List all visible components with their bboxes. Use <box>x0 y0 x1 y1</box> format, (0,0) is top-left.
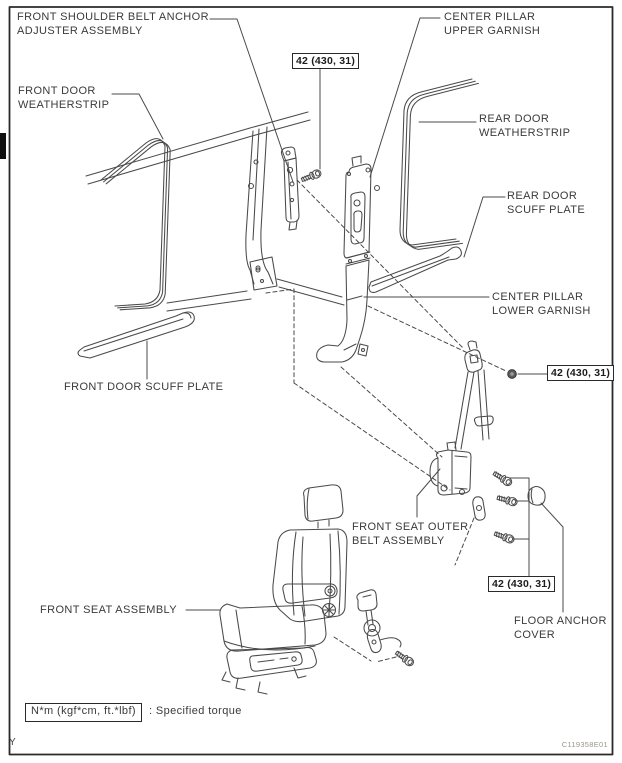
torque-legend-box: N*m (kgf*cm, ft.*lbf) <box>25 703 142 722</box>
label-front-seat-outer-belt: FRONT SEAT OUTER BELT ASSEMBLY <box>352 521 468 548</box>
torque-spec-box-upper: 42 (430, 31) <box>292 53 360 69</box>
label-line: WEATHERSTRIP <box>479 126 571 139</box>
label-line: WEATHERSTRIP <box>18 98 110 111</box>
label-line: FLOOR ANCHOR <box>514 615 607 627</box>
bolt-upper <box>299 168 323 185</box>
label-line: FRONT SEAT ASSEMBLY <box>40 604 177 616</box>
bolt-belt-lower <box>492 529 516 545</box>
front-door-weatherstrip-part <box>100 138 171 311</box>
label-line: COVER <box>514 628 556 641</box>
label-front-shoulder-belt-anchor-adjuster: FRONT SHOULDER BELT ANCHOR ADJUSTER ASSE… <box>17 11 209 38</box>
binder-tab <box>0 133 6 159</box>
label-line: UPPER GARNISH <box>444 24 541 37</box>
label-front-door-scuff-plate: FRONT DOOR SCUFF PLATE <box>64 381 223 395</box>
label-line: LOWER GARNISH <box>492 304 591 317</box>
front-seat-part <box>219 484 381 695</box>
bolt-seat-anchor <box>393 648 416 668</box>
label-line: BELT ASSEMBLY <box>352 534 445 547</box>
label-line: REAR DOOR <box>479 113 550 125</box>
label-line: SCUFF PLATE <box>507 203 586 216</box>
label-line: REAR DOOR <box>507 190 578 202</box>
label-line: CENTER PILLAR <box>492 291 584 303</box>
body-shell-lines <box>85 111 345 312</box>
label-rear-door-scuff-plate: REAR DOOR SCUFF PLATE <box>507 190 585 217</box>
label-front-door-weatherstrip: FRONT DOOR WEATHERSTRIP <box>18 85 109 112</box>
rear-door-weatherstrip-part <box>399 78 479 250</box>
label-front-seat-assembly: FRONT SEAT ASSEMBLY <box>40 604 177 618</box>
front-door-scuff-plate-part <box>77 311 195 359</box>
rear-door-scuff-plate-part <box>368 246 462 293</box>
label-line: ADJUSTER ASSEMBLY <box>17 24 143 37</box>
torque-spec-box-middle: 42 (430, 31) <box>547 365 615 381</box>
dashed-alignment-lines <box>265 179 507 663</box>
torque-spec-box-lower: 42 (430, 31) <box>488 576 556 592</box>
label-line: FRONT DOOR <box>18 85 96 97</box>
shoulder-belt-adjuster-part <box>280 146 300 231</box>
seat-inner-buckle-part <box>356 589 402 654</box>
label-floor-anchor-cover: FLOOR ANCHOR COVER <box>514 615 607 642</box>
label-line: FRONT SHOULDER BELT ANCHOR <box>17 11 209 23</box>
front-seat-outer-belt-part <box>429 340 494 521</box>
label-center-pillar-upper-garnish: CENTER PILLAR UPPER GARNISH <box>444 11 540 38</box>
label-line: FRONT SEAT OUTER <box>352 521 469 533</box>
label-rear-door-weatherstrip: REAR DOOR WEATHERSTRIP <box>479 113 570 140</box>
torque-legend: N*m (kgf*cm, ft.*lbf) : Specified torque <box>25 703 242 722</box>
anchor-nut <box>507 369 517 379</box>
torque-legend-text: : Specified torque <box>148 705 242 717</box>
label-line: CENTER PILLAR <box>444 11 536 23</box>
center-pillar-upper-garnish-part <box>343 155 381 265</box>
bolt-belt-middle <box>495 493 519 508</box>
page-marker: Y <box>9 737 16 748</box>
label-line: FRONT DOOR SCUFF PLATE <box>64 381 224 393</box>
center-pillar-lower-garnish-part <box>316 259 370 363</box>
floor-anchor-cover-part <box>527 485 546 506</box>
leader-lines <box>111 17 564 613</box>
figure-code: C119358E01 <box>561 740 608 749</box>
label-center-pillar-lower-garnish: CENTER PILLAR LOWER GARNISH <box>492 291 591 318</box>
